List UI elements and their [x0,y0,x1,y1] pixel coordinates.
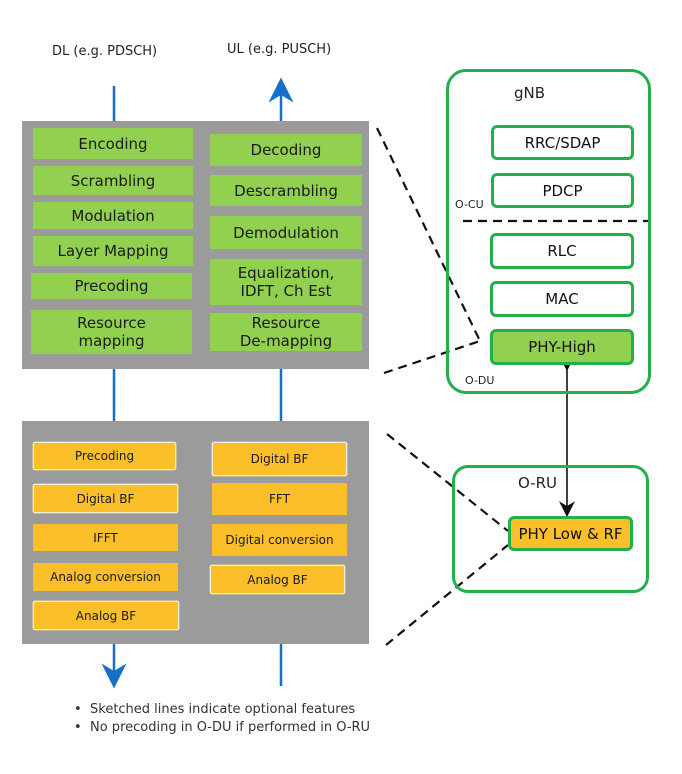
odu-label: O-DU [465,374,495,387]
layer-pdcp: PDCP [491,173,634,208]
ul-header: UL (e.g. PUSCH) [227,42,332,57]
ul-block-demodulation: Demodulation [210,216,362,249]
layer-rrc-sdap: RRC/SDAP [491,125,634,160]
zoom-line-phylow-top [386,433,509,532]
ul-block-decoding: Decoding [210,134,362,166]
dl-low-block-ifft: IFFT [33,524,178,551]
gnb-title: gNB [514,84,546,102]
oru-title: O-RU [518,474,558,492]
dl-block-precoding: Precoding [31,273,192,299]
dl-header: DL (e.g. PDSCH) [52,44,158,59]
dl-low-block-analog-bf: Analog BF [33,601,179,630]
ul-low-block-fft: FFT [212,483,347,515]
note-item: No precoding in O-DU if performed in O-R… [74,719,370,737]
zoom-line-phylow-bottom [385,544,509,646]
dl-block-modulation: Modulation [33,202,193,229]
oru-frame [452,465,649,593]
ul-block-descrambling: Descrambling [210,175,362,206]
ul-low-block-digital-bf: Digital BF [212,442,347,476]
gnb-frame [446,69,651,394]
ocu-label: O-CU [455,198,484,211]
dl-block-resource-mapping: Resource mapping [31,310,192,354]
ul-low-block-digital-conversion: Digital conversion [212,524,347,556]
zoom-line-phyhigh-bottom [383,339,481,375]
dl-block-encoding: Encoding [33,128,193,159]
layer-mac: MAC [490,281,634,317]
layer-rlc: RLC [490,233,634,269]
ul-block-resource-demapping: Resource De-mapping [210,313,362,351]
dl-low-block-digital-bf: Digital BF [33,484,178,513]
dl-low-block-analog-conversion: Analog conversion [33,563,178,591]
dl-block-layer-mapping: Layer Mapping [33,236,193,266]
dl-low-block-precoding: Precoding [33,442,176,470]
ul-low-block-analog-bf: Analog BF [210,565,345,594]
zoom-line-phyhigh-top [376,127,481,342]
layer-phy-low-rf: PHY Low & RF [508,516,633,551]
notes-list: Sketched lines indicate optional feature… [74,701,370,737]
layer-phy-high: PHY-High [490,329,634,365]
note-item: Sketched lines indicate optional feature… [74,701,370,719]
ul-block-equalization: Equalization, IDFT, Ch Est [210,259,362,305]
dl-block-scrambling: Scrambling [33,166,193,195]
